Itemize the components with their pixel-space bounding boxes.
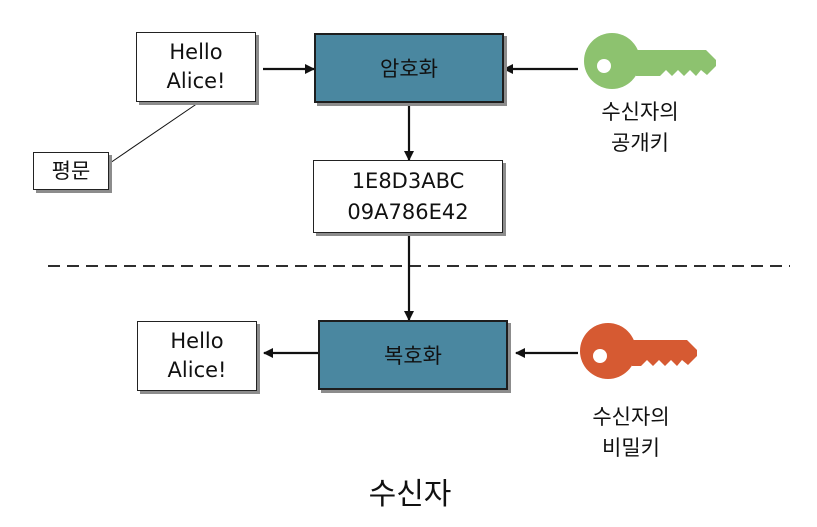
public-key-hole [597, 59, 611, 73]
private-key-icon [580, 323, 697, 379]
plaintext-box-bottom: Hello Alice! [137, 321, 257, 391]
ciphertext-box: 1E8D3ABC 09A786E42 [313, 160, 503, 233]
callout-leader-line [109, 102, 199, 164]
plaintext-box-top: Hello Alice! [136, 32, 256, 102]
private-key-label: 수신자의 비밀키 [592, 405, 670, 460]
encrypt-process-box: 암호화 [314, 33, 504, 103]
decrypt-process-box: 복호화 [318, 320, 508, 390]
plaintext-callout-label: 평문 [33, 152, 109, 190]
public-key-icon [584, 33, 716, 89]
private-key-hole [593, 349, 607, 363]
receiver-section-label: 수신자 [368, 477, 452, 512]
public-key-label: 수신자의 공개키 [601, 100, 679, 155]
